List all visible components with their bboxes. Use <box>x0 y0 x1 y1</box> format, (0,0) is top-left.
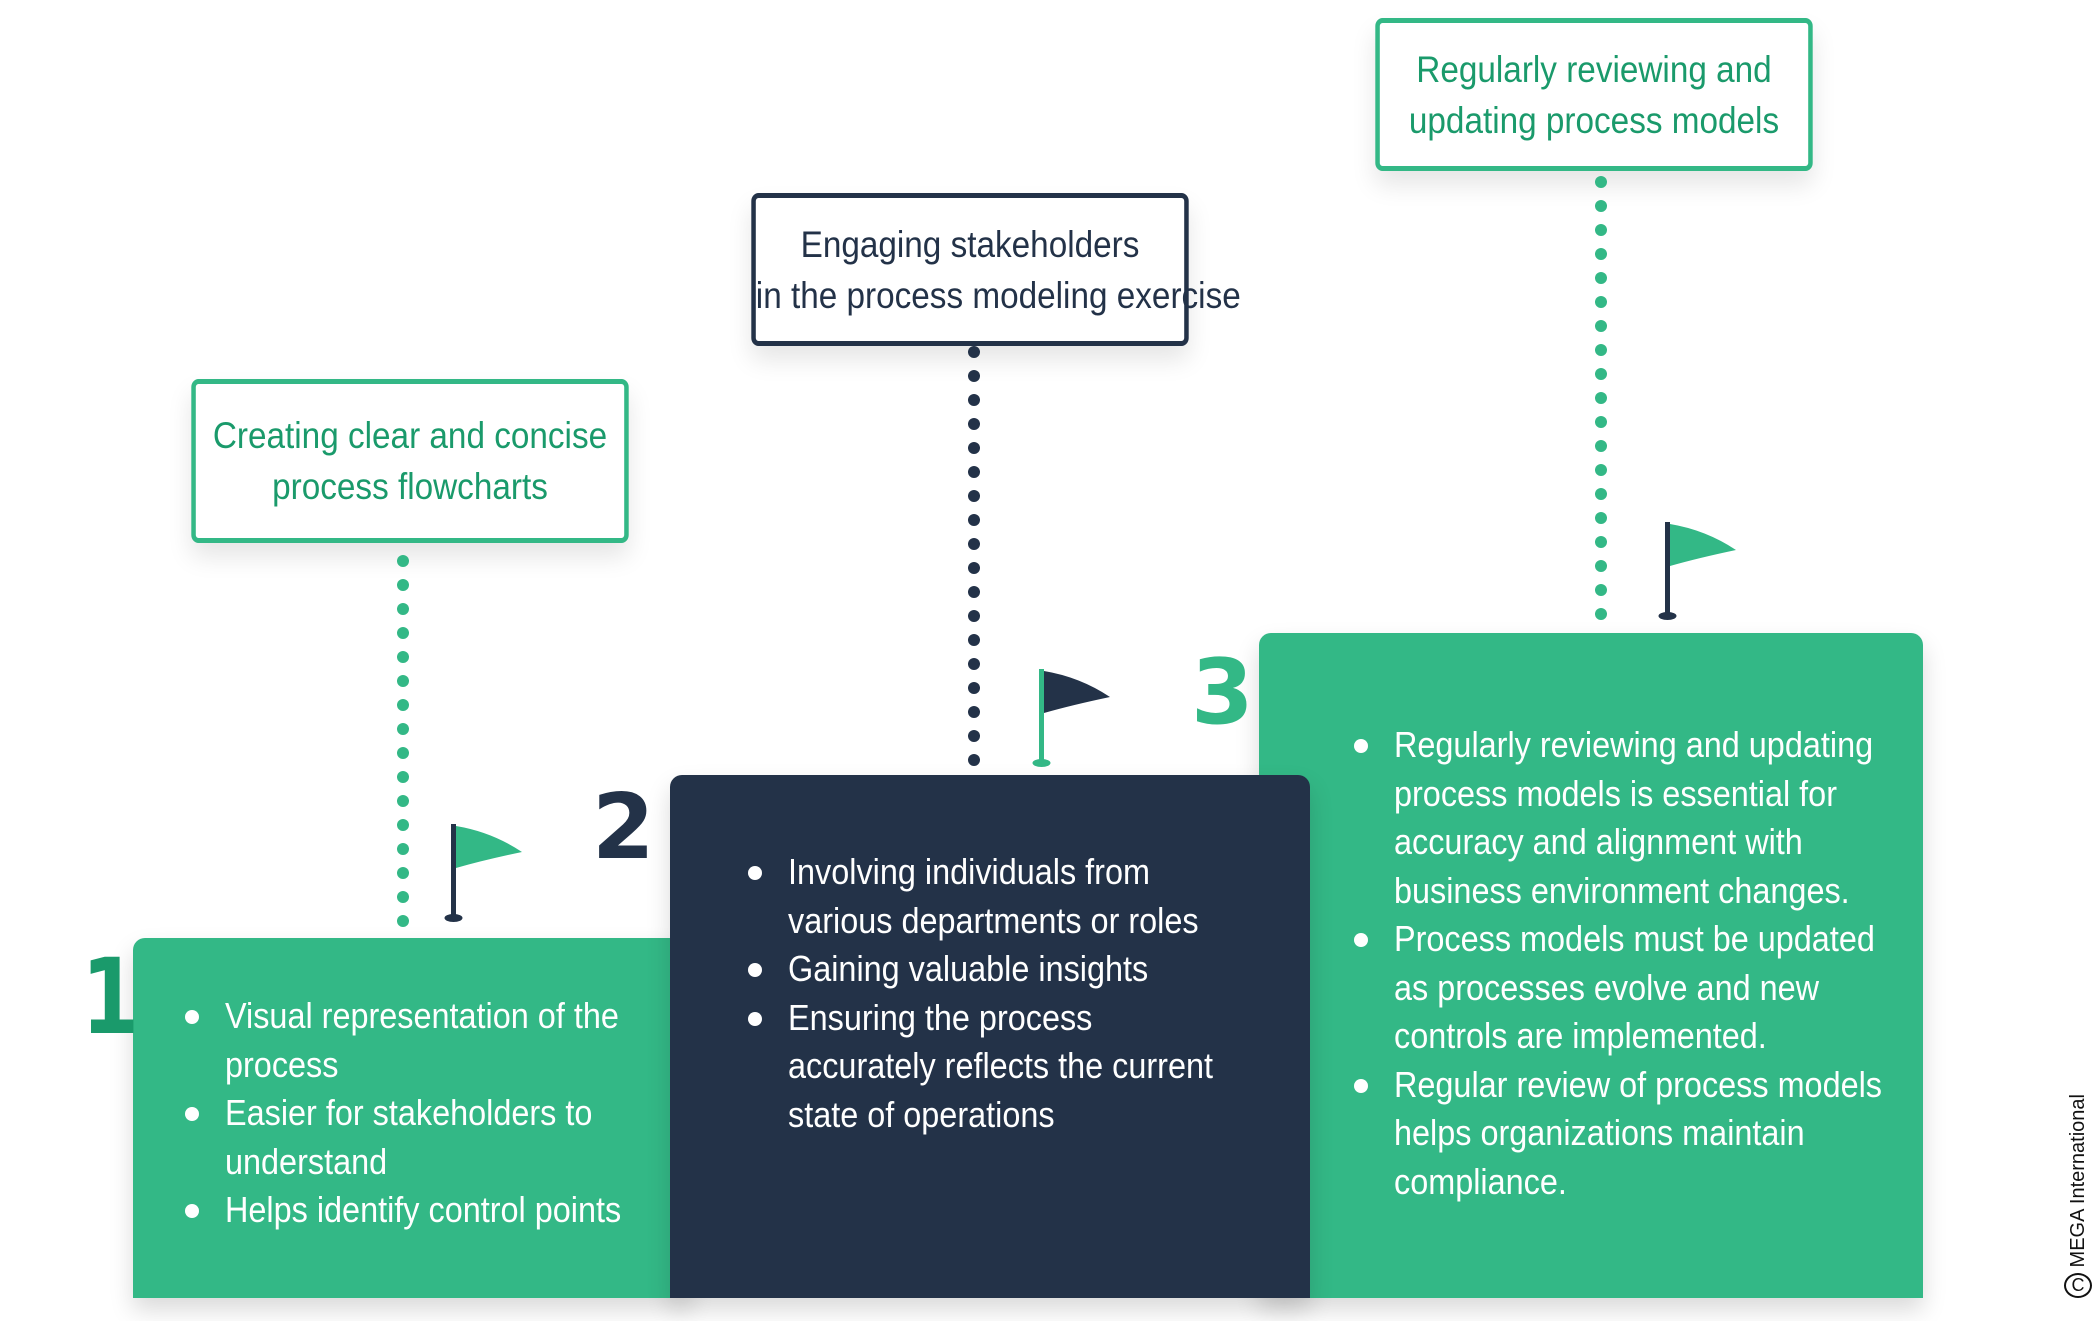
step-3-title-line: Regularly reviewing and <box>1416 48 1772 90</box>
connector-dot <box>1595 224 1607 236</box>
bullet-text: Easier for stakeholders to understand <box>225 1092 593 1182</box>
step-3-title-line: updating process models <box>1408 99 1780 141</box>
connector-dot <box>968 466 980 478</box>
bullet-text: Regularly reviewing and updating process… <box>1394 724 1874 911</box>
connector-dot <box>968 346 980 358</box>
connector-dot <box>968 514 980 526</box>
copyright-text: MEGA International <box>2066 1094 2089 1268</box>
list-item: Easier for stakeholders to understand <box>185 1089 650 1186</box>
connector-dot <box>968 418 980 430</box>
bullet-text: Regular review of process models helps o… <box>1394 1063 1883 1202</box>
connector-dot <box>397 867 409 879</box>
connector-dot <box>968 586 980 598</box>
connector-dot <box>1595 464 1607 476</box>
copyright-icon: C <box>2064 1273 2092 1299</box>
bullet-text: Involving individuals from various depar… <box>788 851 1199 941</box>
connector-dot <box>968 706 980 718</box>
step-2-title-card: Engaging stakeholders in the process mod… <box>751 193 1241 346</box>
connector-dot <box>1595 440 1607 452</box>
connector-dot <box>1595 320 1607 332</box>
connector-dot <box>968 394 980 406</box>
connector-dot <box>1595 560 1607 572</box>
connector-dot <box>1595 176 1607 188</box>
list-item: Involving individuals from various depar… <box>748 848 1270 945</box>
step-1-dotted-connector <box>397 555 409 963</box>
connector-dot <box>968 562 980 574</box>
step-1-bullet-list: Visual representation of the process Eas… <box>185 992 650 1235</box>
step-3-number: 3 <box>1191 640 1254 745</box>
list-item: Helps identify control points <box>185 1186 650 1235</box>
list-item: Process models must be updated as proces… <box>1354 915 1883 1061</box>
connector-dot <box>1595 272 1607 284</box>
connector-dot <box>968 490 980 502</box>
connector-dot <box>968 754 980 766</box>
connector-dot <box>1595 392 1607 404</box>
connector-dot <box>1595 512 1607 524</box>
step-1-podium-block: Visual representation of the process Eas… <box>133 938 690 1298</box>
list-item: Visual representation of the process <box>185 992 650 1089</box>
step-2-title-line: Engaging stakeholders <box>800 223 1140 265</box>
connector-dot <box>1595 248 1607 260</box>
step-3-title-card: Regularly reviewing and updating process… <box>1375 18 1813 171</box>
step-2-dotted-connector <box>968 346 980 802</box>
connector-dot <box>968 658 980 670</box>
connector-dot <box>1595 608 1607 620</box>
step-1-title-card: Creating clear and concise process flowc… <box>191 379 629 543</box>
connector-dot <box>397 555 409 567</box>
step-3-podium-block: Regularly reviewing and updating process… <box>1259 633 1923 1298</box>
connector-dot <box>397 915 409 927</box>
bullet-text: Visual representation of the process <box>225 995 619 1085</box>
list-item: Regularly reviewing and updating process… <box>1354 721 1883 915</box>
flag-icon <box>1658 522 1736 620</box>
connector-dot <box>397 891 409 903</box>
step-2-title-line: in the process modeling exercise <box>755 274 1241 316</box>
connector-dot <box>1595 200 1607 212</box>
step-2-number: 2 <box>592 775 655 880</box>
connector-dot <box>397 723 409 735</box>
copyright-notice: MEGA International C <box>2058 1094 2098 1299</box>
connector-dot <box>397 699 409 711</box>
connector-dot <box>1595 344 1607 356</box>
connector-dot <box>968 634 980 646</box>
connector-dot <box>397 819 409 831</box>
step-1-number: 1 <box>81 936 140 1058</box>
bullet-text: Gaining valuable insights <box>788 948 1149 989</box>
bullet-text: Helps identify control points <box>225 1189 622 1230</box>
connector-dot <box>397 771 409 783</box>
connector-dot <box>968 370 980 382</box>
connector-dot <box>968 442 980 454</box>
connector-dot <box>397 675 409 687</box>
flag-icon <box>444 824 522 922</box>
step-3-dotted-connector <box>1595 176 1607 632</box>
bullet-text: Process models must be updated as proces… <box>1394 918 1875 1056</box>
connector-dot <box>397 603 409 615</box>
step-1-title-line: Creating clear and concise <box>212 415 608 456</box>
connector-dot <box>397 627 409 639</box>
connector-dot <box>1595 368 1607 380</box>
step-2-podium-block: Involving individuals from various depar… <box>670 775 1310 1298</box>
step-1-title-line: process flowcharts <box>272 466 548 507</box>
connector-dot <box>1595 416 1607 428</box>
step-2-bullet-list: Involving individuals from various depar… <box>748 848 1270 1139</box>
step-3-bullet-list: Regularly reviewing and updating process… <box>1354 721 1883 1206</box>
connector-dot <box>1595 536 1607 548</box>
connector-dot <box>968 730 980 742</box>
flag-icon <box>1032 669 1110 767</box>
connector-dot <box>1595 488 1607 500</box>
connector-dot <box>1595 296 1607 308</box>
connector-dot <box>397 579 409 591</box>
list-item: Gaining valuable insights <box>748 945 1270 994</box>
connector-dot <box>397 651 409 663</box>
connector-dot <box>397 795 409 807</box>
connector-dot <box>1595 584 1607 596</box>
list-item: Ensuring the process accurately reflects… <box>748 994 1270 1140</box>
connector-dot <box>397 747 409 759</box>
bullet-text: Ensuring the process accurately reflects… <box>788 996 1213 1135</box>
connector-dot <box>968 538 980 550</box>
connector-dot <box>968 682 980 694</box>
list-item: Regular review of process models helps o… <box>1354 1061 1883 1207</box>
connector-dot <box>968 610 980 622</box>
connector-dot <box>397 843 409 855</box>
